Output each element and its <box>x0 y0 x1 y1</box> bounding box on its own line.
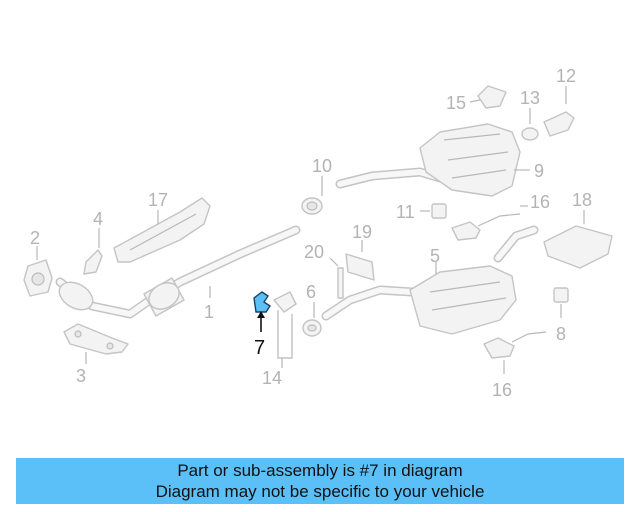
leader-20 <box>329 257 339 267</box>
callout-17: 17 <box>148 190 168 210</box>
part-1-front-pipe[interactable] <box>54 225 301 319</box>
callout-14: 14 <box>262 368 282 388</box>
callout-7: 7 <box>254 337 265 359</box>
callout-5: 5 <box>430 246 440 266</box>
part-8-mount[interactable] <box>553 287 569 303</box>
part-2-gasket[interactable] <box>23 259 53 297</box>
callout-4: 4 <box>93 209 103 229</box>
part-12-tail-pipe[interactable] <box>543 111 575 137</box>
part-15-hanger[interactable] <box>477 85 507 109</box>
callout-10: 10 <box>312 156 332 176</box>
callout-6: 6 <box>306 282 316 302</box>
callout-15: 15 <box>446 93 466 113</box>
banner-line-disclaimer: Diagram may not be specific to your vehi… <box>155 482 485 501</box>
callout-11: 11 <box>396 202 415 222</box>
callout-2: 2 <box>30 228 40 248</box>
info-banner: Part or sub-assembly is #7 in diagram Di… <box>16 458 624 504</box>
part-4-bracket[interactable] <box>83 249 103 275</box>
part-11-mount[interactable] <box>431 203 447 219</box>
part-10-clamp[interactable] <box>301 197 323 215</box>
callout-13: 13 <box>520 88 540 108</box>
part-16-hanger-upper[interactable] <box>451 213 521 241</box>
callout-16b: 16 <box>492 380 512 400</box>
callout-12: 12 <box>556 66 576 86</box>
callout-3: 3 <box>76 366 86 386</box>
part-13-clamp[interactable] <box>521 127 539 141</box>
part-19-bracket[interactable] <box>345 253 375 281</box>
callout-1: 1 <box>204 302 214 322</box>
part-7-highlighted[interactable] <box>253 291 271 313</box>
part-5-center-muffler[interactable] <box>321 225 539 335</box>
part-14-bracket-group[interactable] <box>273 291 297 359</box>
callout-20: 20 <box>304 242 324 262</box>
callout-16a: 16 <box>530 192 550 212</box>
part-18-heat-shield[interactable] <box>543 225 613 269</box>
part-6-clamp[interactable] <box>302 319 322 337</box>
part-20-bolt[interactable] <box>337 267 344 299</box>
leader-15 <box>469 99 481 103</box>
callout-8: 8 <box>556 324 566 344</box>
callout-18: 18 <box>572 190 592 210</box>
arrow-7 <box>257 311 265 318</box>
callout-19: 19 <box>352 222 372 242</box>
callout-9: 9 <box>534 161 544 181</box>
part-3-heat-shield[interactable] <box>63 323 129 355</box>
banner-line-part-number: Part or sub-assembly is #7 in diagram <box>177 461 463 480</box>
part-16-hanger-lower[interactable] <box>483 331 547 359</box>
part-9-rear-muffler[interactable] <box>335 123 521 197</box>
part-17-heat-shield[interactable] <box>113 197 211 263</box>
exhaust-parts-diagram: 2 4 3 17 1 10 9 <box>23 66 613 400</box>
